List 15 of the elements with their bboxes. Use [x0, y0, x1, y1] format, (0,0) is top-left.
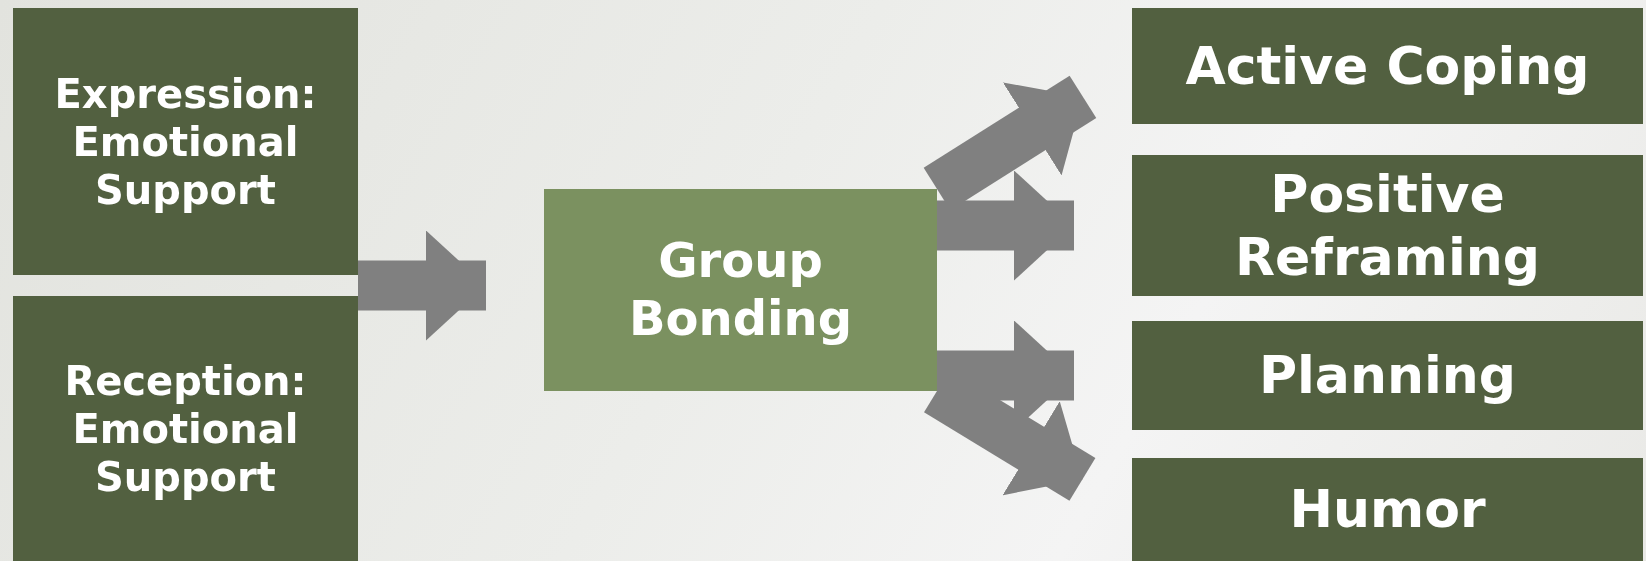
box-label: Positive Reframing — [1234, 163, 1541, 288]
box-label: Active Coping — [1185, 34, 1590, 98]
box-label: Planning — [1258, 344, 1517, 407]
box-label: Expression: Emotional Support — [53, 69, 318, 214]
box-label: Reception: Emotional Support — [63, 356, 308, 501]
concept-box — [13, 296, 358, 561]
concept-box — [1132, 458, 1643, 561]
concept-box — [1132, 321, 1643, 430]
block-arrow — [358, 230, 486, 341]
concept-box — [13, 8, 358, 275]
box-label: Humor — [1289, 478, 1486, 541]
center-box — [544, 189, 937, 391]
concept-box — [1132, 155, 1643, 296]
box-label: Group Bonding — [627, 232, 854, 348]
concept-box — [1132, 8, 1643, 124]
